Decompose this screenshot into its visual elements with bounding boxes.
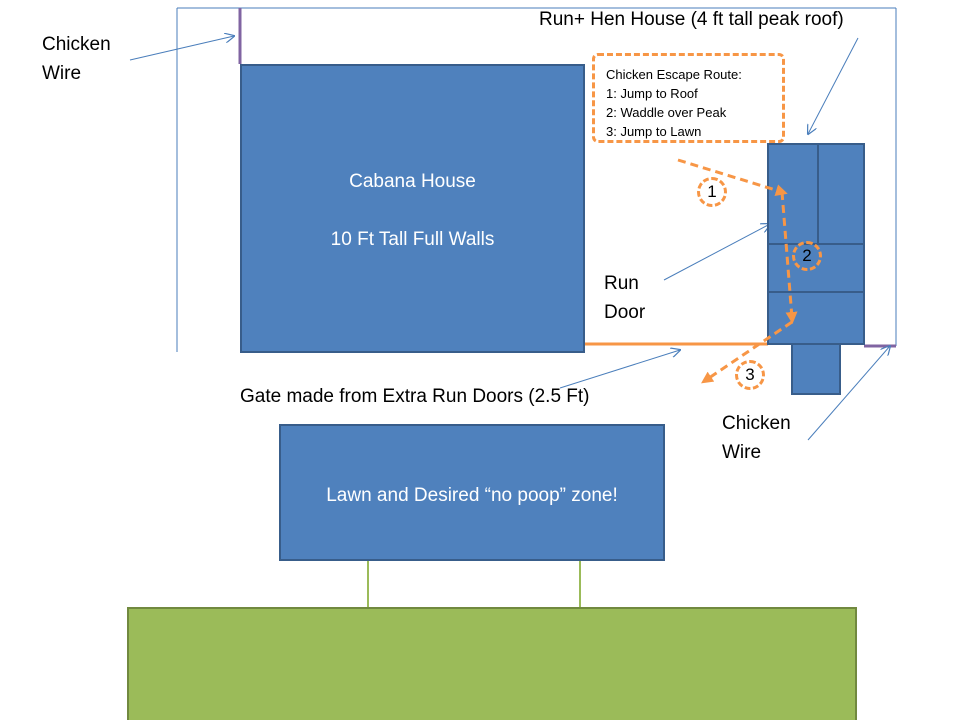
lawn-label: Lawn and Desired “no poop” zone! — [326, 485, 618, 506]
lawn-area — [127, 607, 857, 720]
callout-gate — [559, 350, 680, 389]
callout-chicken-wire-left — [129, 36, 234, 61]
escape-route-note: Chicken Escape Route: 1: Jump to Roof 2:… — [592, 53, 785, 143]
cabana-subtitle: 10 Ft Tall Full Walls — [330, 229, 495, 250]
chicken-wire-left-label: Chicken Wire — [42, 34, 111, 84]
escape-route-title: Chicken Escape Route: — [606, 67, 742, 82]
escape-path-1 — [677, 158, 788, 196]
escape-route-step-3: 3: Jump to Lawn — [606, 124, 702, 139]
lawn-label-box: Lawn and Desired “no poop” zone! — [279, 424, 665, 561]
callout-chicken-wire-right — [807, 346, 890, 441]
step-marker-1: 1 — [697, 177, 727, 207]
step-marker-3: 3 — [735, 360, 765, 390]
escape-route-step-1: 1: Jump to Roof — [606, 86, 698, 101]
gate-label: Gate made from Extra Run Doors (2.5 Ft) — [240, 386, 590, 407]
escape-path-2 — [780, 191, 798, 324]
callout-hen-house — [808, 37, 859, 134]
step-marker-2: 2 — [792, 241, 822, 271]
escape-path-3 — [701, 320, 793, 384]
callout-run-door — [663, 224, 770, 281]
cabana-house: Cabana House 10 Ft Tall Full Walls — [240, 64, 585, 353]
escape-route-step-2: 2: Waddle over Peak — [606, 105, 727, 120]
run-door-label: Run Door — [604, 273, 646, 323]
cabana-title: Cabana House — [349, 171, 476, 192]
hen-house-extension — [791, 343, 841, 395]
chicken-wire-right-label: Chicken Wire — [722, 413, 791, 463]
hen-house-label: Run+ Hen House (4 ft tall peak roof) — [539, 9, 844, 30]
